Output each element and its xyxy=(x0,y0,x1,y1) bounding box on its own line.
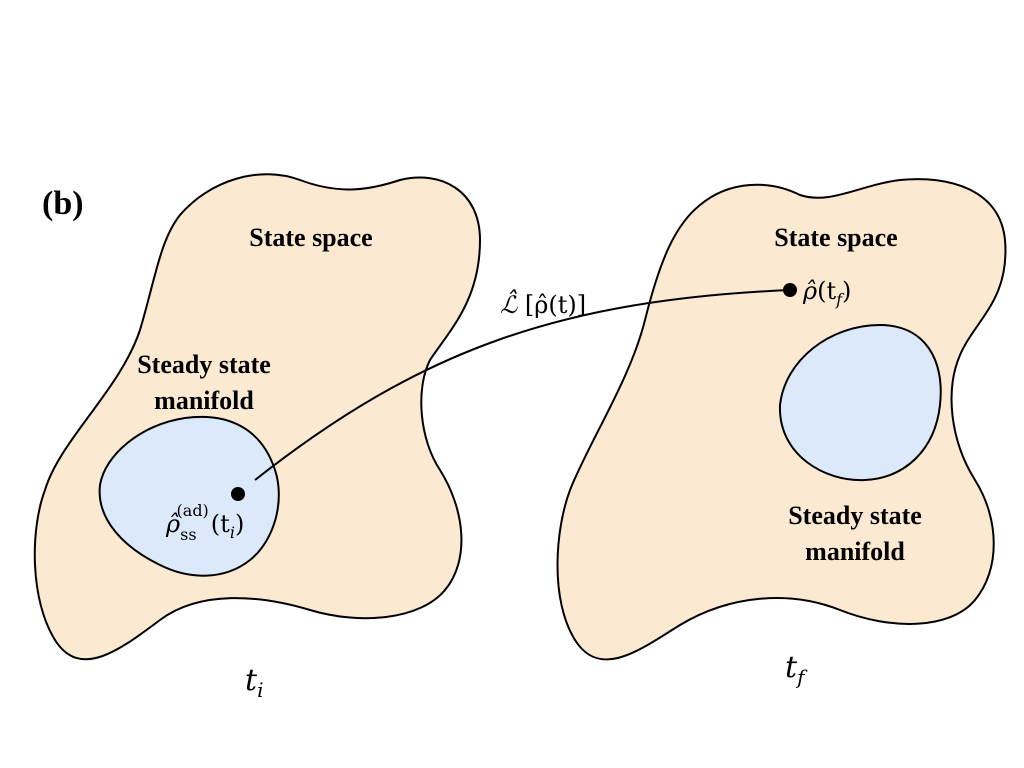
left-manifold-label-line2: manifold xyxy=(154,386,254,415)
left-state-space-title: State space xyxy=(249,223,372,252)
left-time-label: ti xyxy=(245,663,263,702)
right-state-point xyxy=(783,283,797,297)
right-state-space-title: State space xyxy=(774,223,897,252)
left-steady-state-manifold xyxy=(98,415,280,577)
right-manifold-label-line2: manifold xyxy=(805,537,905,566)
left-manifold-label-line1: Steady state xyxy=(137,350,271,379)
right-manifold-label-line1: Steady state xyxy=(788,501,922,530)
right-steady-state-manifold xyxy=(778,323,942,482)
trajectory-operator-label: ℒ̂ [ρ̂(t)] xyxy=(500,289,586,319)
left-state-point xyxy=(231,487,245,501)
right-time-label: tf xyxy=(785,650,808,689)
right-state-label: ρ̂(tf) xyxy=(802,277,851,309)
panel-label: (b) xyxy=(42,185,84,222)
left-state-label: ρ̂ss(ad)(ti) xyxy=(165,501,244,544)
trajectory-curve xyxy=(254,289,791,481)
